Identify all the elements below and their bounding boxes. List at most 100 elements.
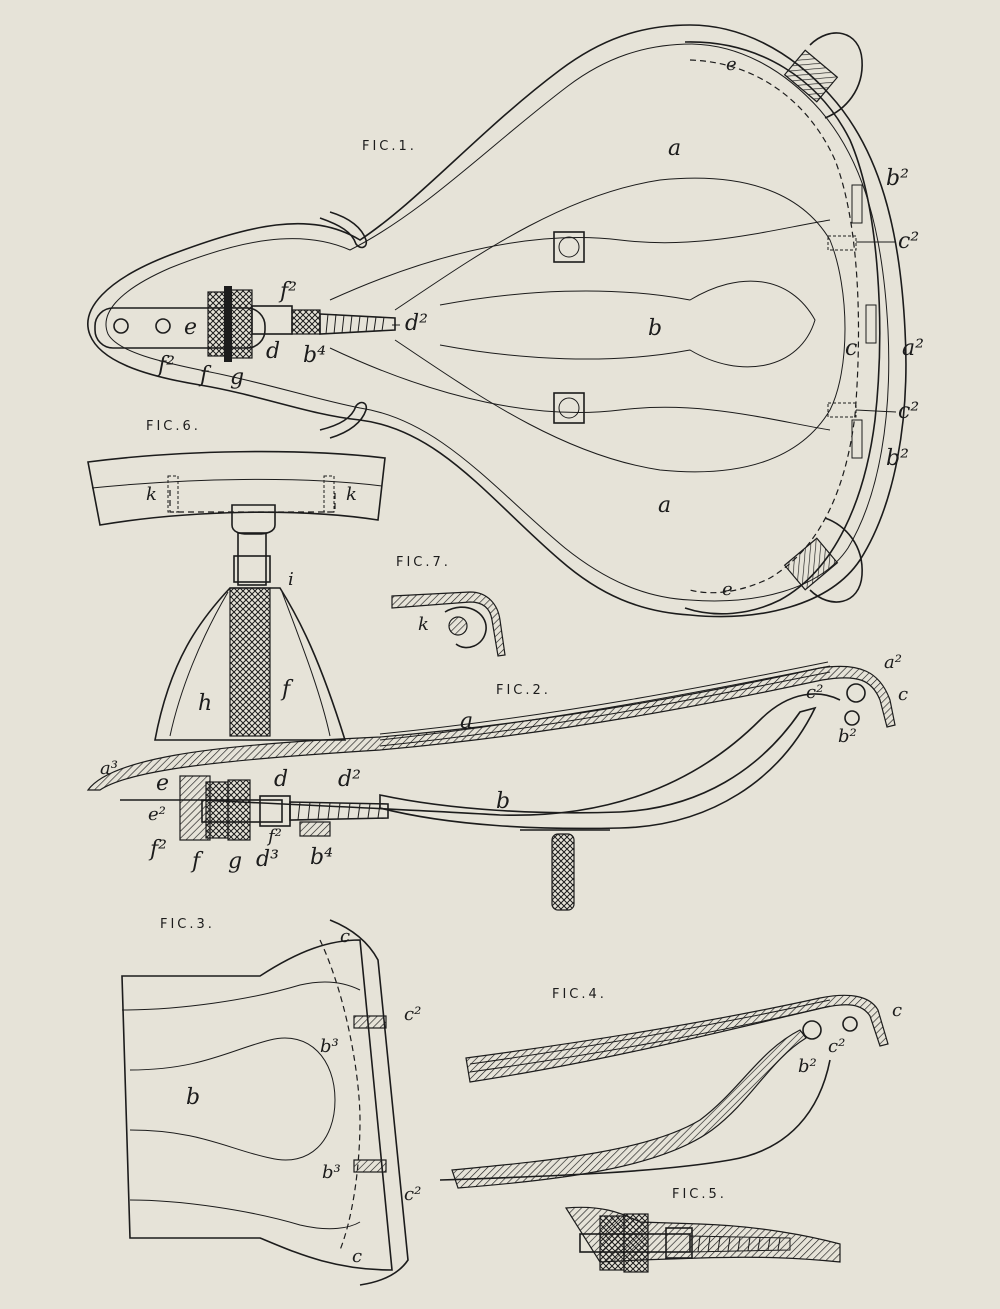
fig3-label-b: b (186, 1085, 200, 1110)
figure-1-labels: FIC.1. a a b c e e e b² b² c² c² a² f² f… (156, 54, 924, 600)
square-rivet-top-head (558, 236, 580, 258)
fig2-label-a3: a³ (100, 758, 118, 779)
nose-hole-2 (155, 318, 171, 334)
fig6-label-f: f (280, 677, 294, 702)
fig1-label-e-left: e (184, 315, 197, 340)
figure-4-section: FIC.4. c c² b² (439, 987, 902, 1189)
nut-g (229, 289, 253, 359)
rail-arc (87, 450, 386, 526)
fig5-collar (665, 1227, 693, 1259)
fig2-title: FIC.2. (496, 683, 551, 698)
fig1-label-e-bottom: e (722, 579, 733, 600)
fig1-label-b: b (648, 316, 662, 341)
clip-k-right (323, 475, 335, 513)
fig2-label-c2: c² (806, 682, 823, 703)
saddle-inner-outline (105, 43, 890, 602)
fig2-label-a: a (460, 709, 473, 734)
post-ring-i (233, 555, 271, 583)
post-shaft (237, 532, 267, 586)
spring-plate-outline (394, 177, 846, 473)
fig5-nut-left (599, 1215, 625, 1271)
fig6-label-i: i (288, 569, 294, 590)
square-rivet-top (553, 231, 585, 263)
rail-clamp-dashed (169, 490, 336, 513)
fig1-label-c2-top: c² (898, 229, 919, 254)
fig1-label-a-top: a (668, 136, 681, 161)
washer-f2 (224, 286, 232, 362)
fig2-label-d3: d³ (256, 847, 279, 872)
fig3-title: FIC.3. (160, 917, 215, 932)
fig3-curve-bottom (129, 1199, 361, 1230)
post-head (231, 504, 276, 535)
fig2-bolt (201, 799, 283, 823)
fig3-rivet-top (353, 1015, 387, 1029)
fig1-label-b4: b⁴ (303, 343, 326, 368)
fig1-label-a-bottom: a (658, 493, 671, 518)
fig7-rod-k (448, 616, 468, 636)
spring-plate-curve-bottom (329, 347, 831, 431)
bolt-collar (291, 309, 321, 335)
square-rivet-bottom (553, 392, 585, 424)
fig3-label-c-bottom: c (352, 1246, 362, 1267)
fig1-label-d2: d² (405, 311, 428, 336)
fig3-curve-top (121, 981, 361, 1011)
fig1-label-g: g (230, 365, 244, 390)
spring-plate-curve-top (329, 219, 831, 301)
figure-7-detail: FIC.7. k (391, 555, 506, 657)
fig3-label-c2-top: c² (404, 1004, 421, 1025)
fig2-nut-g (227, 779, 251, 841)
fig4-title: FIC.4. (552, 987, 607, 1002)
clip-bottom (783, 537, 839, 591)
fig1-title: FIC.1. (362, 139, 417, 154)
fig4-label-b2: b² (798, 1056, 817, 1077)
bolt-thread-lines (325, 313, 385, 335)
fig6-label-h: h (198, 691, 212, 716)
nose-notch-bottom (319, 401, 368, 439)
fig2-leather-top (86, 665, 896, 791)
fig1-label-a2: a² (902, 336, 924, 361)
fig2-label-d2: d² (338, 767, 361, 792)
fig6-label-k-left: k (146, 484, 157, 505)
fig1-label-f2-bottom: f² (156, 353, 175, 378)
fig2-label-f2-right: f² (266, 826, 282, 847)
fig1-label-c2-bottom: c² (898, 399, 919, 424)
nose-clamp-e (94, 307, 266, 349)
fig2-label-c: c (898, 684, 908, 705)
bolt-thread-d2 (319, 313, 396, 335)
figure-5-bolt-detail: FIC.5. (564, 1187, 841, 1273)
fig3-rim (329, 919, 409, 1286)
fig2-leather-body (379, 661, 831, 747)
fig2-label-b: b (496, 789, 510, 814)
fig5-thread (689, 1235, 791, 1253)
fig7-title: FIC.7. (396, 555, 451, 570)
clip-k-left (167, 475, 179, 513)
fig7-flange (391, 591, 506, 657)
figure-3-plate-detail: FIC.3. c c c² c² b³ b³ b (121, 917, 421, 1286)
saddle-top-outline (87, 24, 907, 618)
side-tab-2 (865, 304, 877, 344)
fig2-thread-lines (297, 801, 381, 821)
fig3-rim-dashed (319, 939, 361, 1251)
square-rivet-bottom-head (558, 397, 580, 419)
fig1-label-e-top: e (726, 54, 737, 75)
fig6-title: FIC.6. (146, 419, 201, 434)
fig4-spring (451, 1029, 807, 1189)
rail-arc-inner (91, 478, 383, 489)
fig7-label-k: k (418, 614, 429, 635)
fig2-spring-b (379, 706, 817, 830)
fig6-label-k-right: k (346, 484, 357, 505)
cantle-rim-outer (684, 41, 881, 615)
fig3-label-b3-top: b³ (320, 1036, 339, 1057)
rivet-c2-top (827, 235, 857, 251)
fig2-label-g: g (228, 849, 242, 874)
fig3-plate-outline (121, 939, 393, 1271)
fig2-label-d: d (274, 767, 288, 792)
fig2-label-a2: a² (884, 652, 902, 673)
fig5-title: FIC.5. (672, 1187, 727, 1202)
fig4-coil-c2 (842, 1016, 858, 1032)
bolt-shank (251, 305, 293, 335)
fig7-curl (444, 606, 487, 649)
loop-top (809, 32, 863, 119)
fig2-coil-b2 (844, 710, 860, 726)
